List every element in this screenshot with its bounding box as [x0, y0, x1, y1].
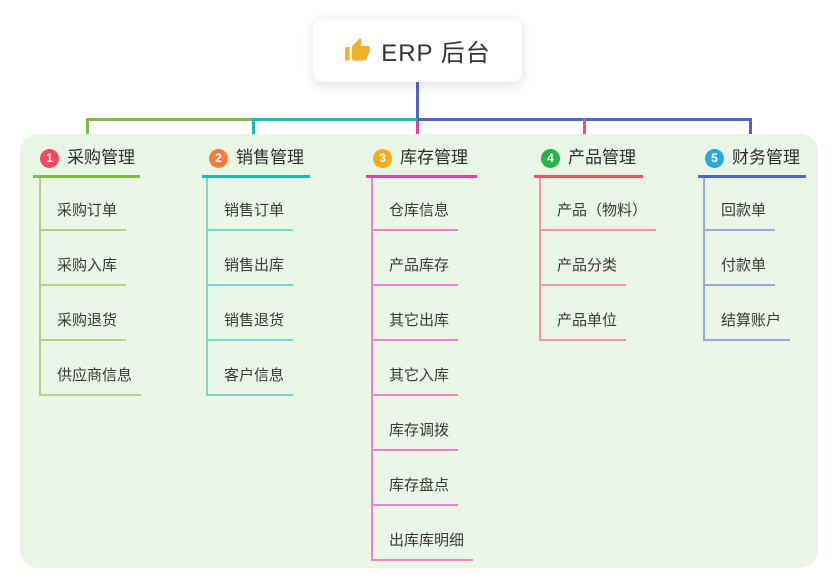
connector-h-purchase	[87, 118, 254, 121]
branch-children-line-finance	[703, 178, 705, 341]
branch-label: 采购管理	[67, 148, 135, 167]
branch-node-finance[interactable]: 5 财务管理	[698, 146, 806, 178]
branch-node-purchase[interactable]: 1 采购管理	[33, 146, 140, 178]
branch-badge: 5	[705, 148, 724, 168]
branch-node-sales[interactable]: 2 销售管理	[202, 146, 310, 178]
connector-drop-finance	[749, 118, 752, 148]
child-node[interactable]: 产品单位	[539, 311, 627, 341]
branch-node-inventory[interactable]: 3 库存管理	[366, 146, 477, 178]
connector-root-stem	[416, 82, 419, 122]
branch-label: 销售管理	[236, 148, 304, 167]
branch-label: 库存管理	[400, 148, 468, 167]
child-node[interactable]: 销售订单	[206, 201, 294, 231]
child-node[interactable]: 出库库明细	[371, 531, 474, 561]
child-node[interactable]: 回款单	[703, 201, 776, 231]
child-node[interactable]: 产品分类	[539, 256, 627, 286]
child-node[interactable]: 付款单	[703, 256, 776, 286]
branch-children-line-product	[539, 178, 541, 341]
root-title: ERP 后台	[381, 40, 491, 67]
child-node[interactable]: 供应商信息	[39, 366, 142, 396]
branch-children-line-purchase	[39, 178, 41, 396]
root-node[interactable]: ERP 后台	[313, 19, 522, 82]
child-node[interactable]: 销售出库	[206, 256, 294, 286]
branch-node-product[interactable]: 4 产品管理	[534, 146, 643, 178]
branch-badge: 2	[209, 148, 228, 168]
child-node[interactable]: 结算账户	[703, 311, 791, 341]
branch-badge: 3	[373, 148, 392, 168]
child-node[interactable]: 采购入库	[39, 256, 127, 286]
thumbs-up-icon	[345, 38, 371, 61]
branch-badge: 4	[541, 148, 560, 168]
child-node[interactable]: 采购退货	[39, 311, 127, 341]
child-node[interactable]: 采购订单	[39, 201, 127, 231]
connector-drop-purchase	[86, 118, 89, 148]
branch-badge: 1	[40, 148, 59, 168]
branch-label: 财务管理	[732, 148, 800, 167]
child-node[interactable]: 销售退货	[206, 311, 294, 341]
child-node[interactable]: 其它入库	[371, 366, 459, 396]
child-node[interactable]: 库存盘点	[371, 476, 459, 506]
child-node[interactable]: 产品库存	[371, 256, 459, 286]
branch-label: 产品管理	[568, 148, 636, 167]
branch-children-line-inventory	[371, 178, 373, 561]
connector-drop-sales	[252, 118, 255, 148]
child-node[interactable]: 仓库信息	[371, 201, 459, 231]
child-node[interactable]: 客户信息	[206, 366, 294, 396]
connector-h-sales	[254, 118, 417, 121]
connector-drop-product	[583, 118, 586, 148]
child-node[interactable]: 产品（物料）	[539, 201, 657, 231]
mindmap-panel	[20, 134, 818, 568]
branch-children-line-sales	[206, 178, 208, 396]
child-node[interactable]: 库存调拨	[371, 421, 459, 451]
child-node[interactable]: 其它出库	[371, 311, 459, 341]
